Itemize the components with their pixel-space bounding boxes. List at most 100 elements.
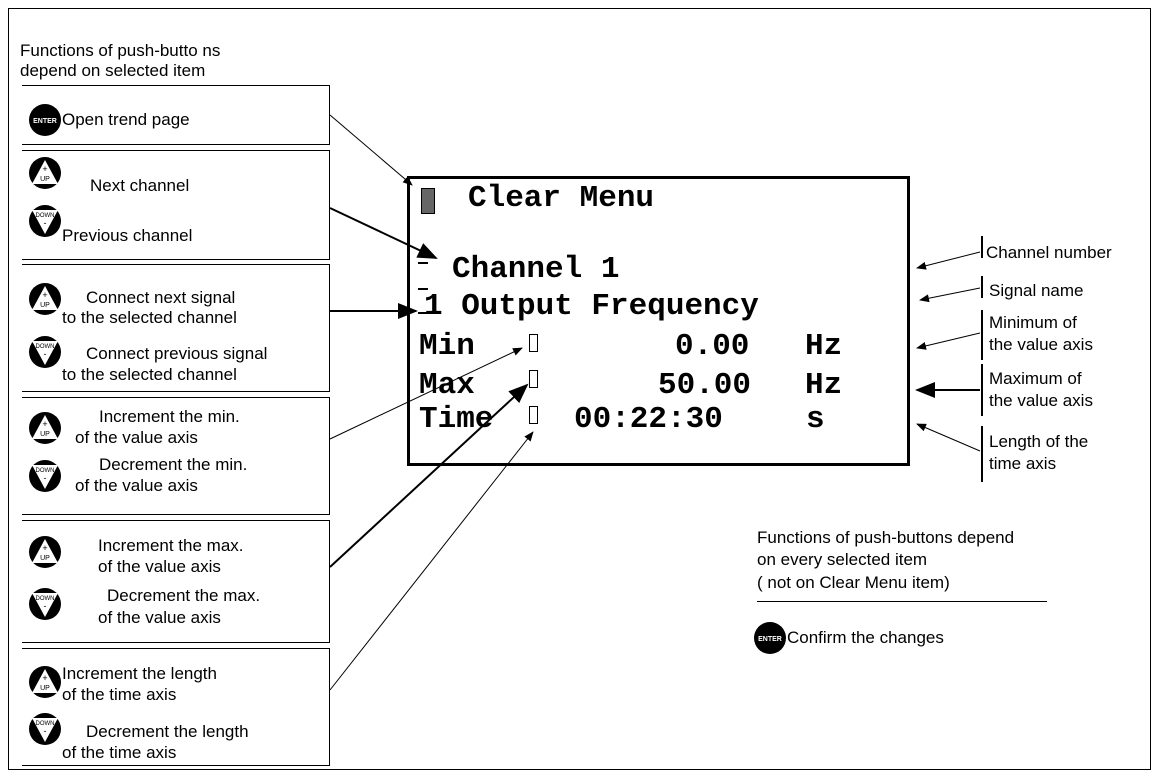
svg-text:-: - bbox=[44, 601, 47, 611]
svg-text:-: - bbox=[44, 218, 47, 228]
svg-text:DOWN: DOWN bbox=[36, 721, 55, 727]
display-max-value: 50.00 bbox=[658, 368, 752, 403]
left-header-line1: Functions of push-butto ns bbox=[20, 41, 221, 60]
note-line3: ( not on Clear Menu item) bbox=[757, 573, 950, 592]
arrow-line bbox=[329, 207, 438, 259]
cursor-underline bbox=[418, 262, 428, 264]
display-min-unit: Hz bbox=[805, 329, 843, 364]
svg-text:UP: UP bbox=[40, 302, 50, 309]
down-button[interactable]: DOWN- bbox=[29, 460, 61, 492]
svg-text:+: + bbox=[42, 290, 47, 300]
increment-length-line2: of the time axis bbox=[62, 685, 177, 704]
increment-length-line1: Increment the length bbox=[62, 664, 217, 683]
up-button[interactable]: +UP bbox=[29, 412, 61, 444]
note-divider bbox=[757, 601, 1047, 602]
label-bar bbox=[981, 310, 983, 360]
connect-next-line2: to the selected channel bbox=[62, 308, 237, 327]
down-button[interactable]: DOWN- bbox=[29, 713, 61, 745]
arrow-line bbox=[916, 332, 981, 350]
group-channel-box bbox=[22, 150, 330, 260]
lcd-display bbox=[407, 176, 910, 466]
down-arrow-icon: DOWN- bbox=[29, 588, 61, 620]
label-bar bbox=[981, 236, 983, 258]
svg-text:UP: UP bbox=[40, 685, 50, 692]
display-time-label: Time bbox=[419, 402, 494, 437]
note-line2: on every selected item bbox=[757, 550, 928, 569]
down-arrow-icon: DOWN- bbox=[29, 336, 61, 368]
increment-min-line1: Increment the min. bbox=[99, 407, 240, 426]
arrow-line bbox=[916, 423, 981, 452]
minimum-label-line2: the value axis bbox=[989, 335, 1093, 354]
svg-text:+: + bbox=[42, 673, 47, 683]
confirm-changes-label: Confirm the changes bbox=[787, 628, 944, 647]
svg-text:DOWN: DOWN bbox=[36, 213, 55, 219]
svg-text:UP: UP bbox=[40, 431, 50, 438]
group-time-box bbox=[22, 648, 330, 766]
svg-text:-: - bbox=[44, 726, 47, 736]
svg-text:+: + bbox=[42, 543, 47, 553]
up-button[interactable]: +UP bbox=[29, 536, 61, 568]
group-signal-box bbox=[22, 264, 330, 392]
enter-button[interactable]: ENTER bbox=[29, 104, 61, 136]
arrow-line bbox=[919, 287, 981, 303]
down-button[interactable]: DOWN- bbox=[29, 205, 61, 237]
up-button[interactable]: +UP bbox=[29, 157, 61, 189]
selected-cursor bbox=[421, 188, 435, 214]
group-enter-box bbox=[22, 85, 330, 145]
group-max-box bbox=[22, 520, 330, 643]
display-time-unit: s bbox=[806, 402, 825, 437]
svg-text:DOWN: DOWN bbox=[36, 596, 55, 602]
svg-text:DOWN: DOWN bbox=[36, 344, 55, 350]
up-button[interactable]: + UP bbox=[29, 283, 61, 315]
decrement-min-line2: of the value axis bbox=[75, 476, 198, 495]
display-min-label: Min bbox=[419, 329, 475, 364]
display-max-label: Max bbox=[419, 368, 475, 403]
decrement-min-line1: Decrement the min. bbox=[99, 455, 248, 474]
down-arrow-icon: DOWN- bbox=[29, 460, 61, 492]
decrement-length-line2: of the time axis bbox=[62, 743, 177, 762]
down-arrow-icon: DOWN- bbox=[29, 713, 61, 745]
enter-icon: ENTER bbox=[754, 622, 786, 654]
length-label-line2: time axis bbox=[989, 454, 1057, 473]
increment-min-line2: of the value axis bbox=[75, 428, 198, 447]
display-title: Clear Menu bbox=[468, 181, 655, 216]
arrow-line bbox=[329, 383, 529, 568]
time-cursor bbox=[529, 406, 538, 424]
up-arrow-icon: +UP bbox=[29, 157, 61, 189]
svg-text:-: - bbox=[44, 473, 47, 483]
min-cursor bbox=[529, 334, 538, 352]
increment-max-line1: Increment the max. bbox=[98, 536, 244, 555]
down-arrow-icon: DOWN- bbox=[29, 205, 61, 237]
display-time-value: 00:22:30 bbox=[574, 402, 723, 437]
display-max-unit: Hz bbox=[805, 368, 843, 403]
next-channel-label: Next channel bbox=[90, 176, 190, 195]
svg-text:DOWN: DOWN bbox=[36, 468, 55, 474]
decrement-max-line2: of the value axis bbox=[98, 608, 221, 627]
minimum-label-line1: Minimum of bbox=[989, 313, 1077, 332]
left-header-line2: depend on selected item bbox=[20, 61, 206, 80]
cursor-underline bbox=[418, 288, 428, 290]
svg-text:ENTER: ENTER bbox=[758, 636, 782, 643]
up-arrow-icon: + UP bbox=[29, 283, 61, 315]
maximum-label-line2: the value axis bbox=[989, 391, 1093, 410]
svg-text:-: - bbox=[44, 349, 47, 359]
cursor-underline bbox=[418, 312, 428, 314]
up-arrow-icon: + UP bbox=[29, 666, 61, 698]
arrow-line bbox=[329, 431, 534, 691]
connect-prev-line1: Connect previous signal bbox=[86, 344, 268, 363]
previous-channel-label: Previous channel bbox=[62, 226, 193, 245]
up-button[interactable]: + UP bbox=[29, 666, 61, 698]
display-min-value: 0.00 bbox=[675, 329, 750, 364]
arrow-line bbox=[329, 347, 523, 440]
group-min-box bbox=[22, 397, 330, 515]
display-channel: Channel 1 bbox=[452, 252, 620, 287]
confirm-enter-button[interactable]: ENTER bbox=[754, 622, 786, 654]
down-button[interactable]: DOWN- bbox=[29, 336, 61, 368]
open-trend-label: Open trend page bbox=[62, 110, 190, 129]
arrow-line bbox=[916, 251, 981, 270]
display-signal: 1 Output Frequency bbox=[424, 289, 759, 324]
maximum-label-line1: Maximum of bbox=[989, 369, 1082, 388]
down-button[interactable]: DOWN- bbox=[29, 588, 61, 620]
signal-name-label: Signal name bbox=[989, 281, 1084, 300]
